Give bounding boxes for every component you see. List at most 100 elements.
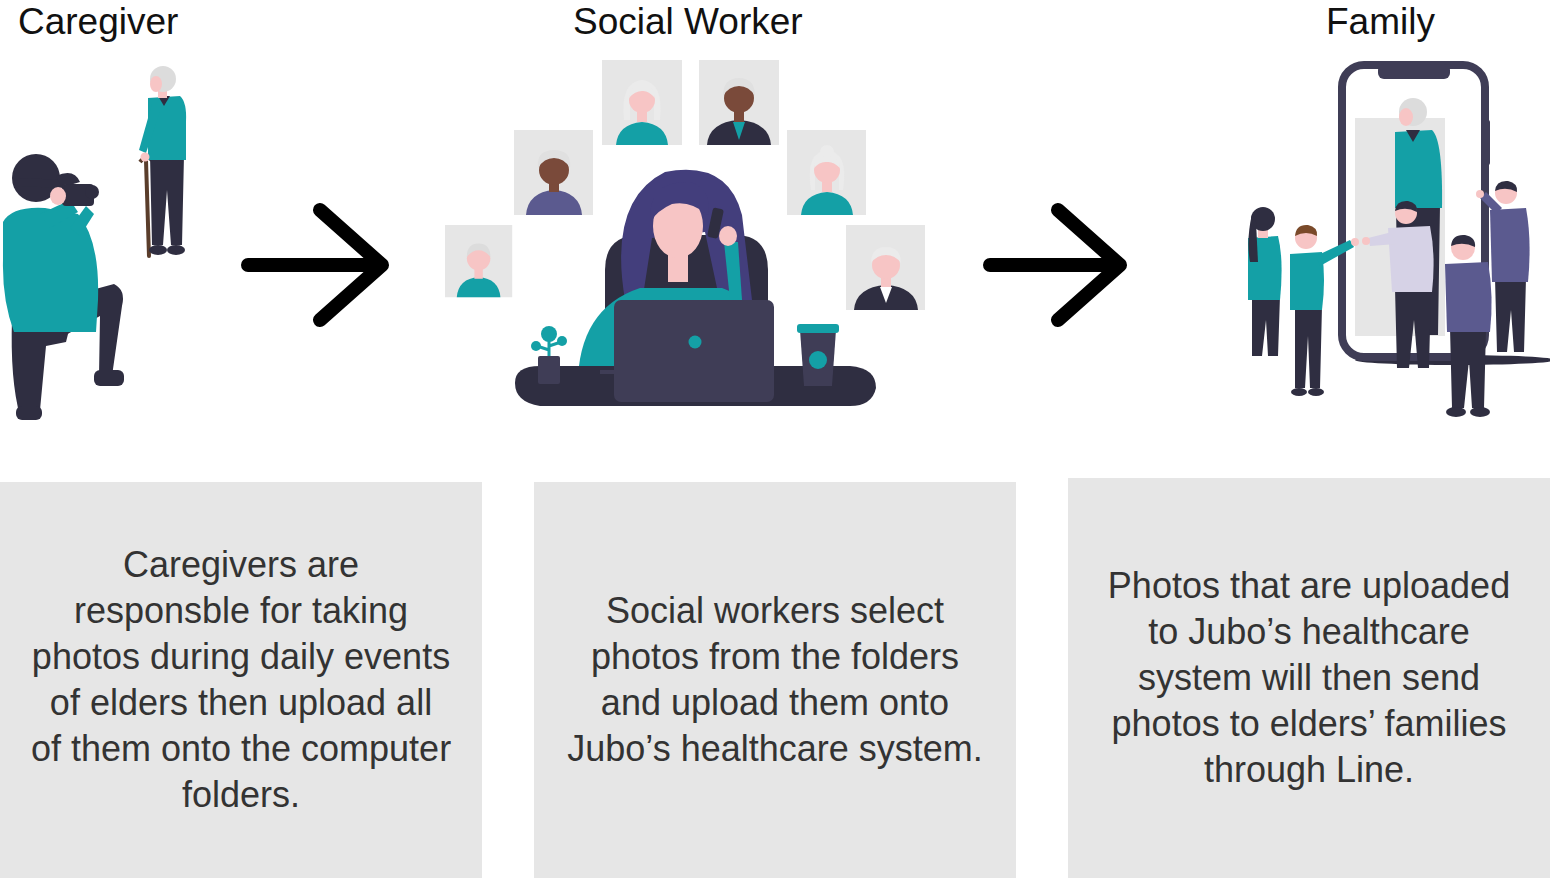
family-people-part xyxy=(1495,181,1517,192)
family-people-part xyxy=(1490,208,1530,282)
elder-figure xyxy=(139,66,186,256)
role-column: Social Worker xyxy=(390,0,982,440)
social-worker-figure-part xyxy=(650,182,709,222)
caregiver-figure-part xyxy=(56,173,80,185)
portrait-photos-part xyxy=(602,60,682,145)
description-box: Caregivers are responsble for taking pho… xyxy=(0,482,482,878)
flow-arrow xyxy=(990,210,1120,320)
social-worker-figure-part xyxy=(689,336,702,349)
social-worker-figure-part xyxy=(557,336,567,346)
portrait-photos-part-part xyxy=(846,225,925,310)
portrait-photos-part xyxy=(699,60,779,145)
portrait-photos-part-part xyxy=(854,285,918,310)
family-people-part xyxy=(1395,288,1431,368)
description-text: Caregivers are responsble for taking pho… xyxy=(30,542,452,818)
portrait-photos-part-part xyxy=(787,130,866,215)
family-people-part xyxy=(1291,388,1307,396)
social-worker-figure-part xyxy=(600,370,616,374)
portrait-photos-part xyxy=(445,225,512,297)
description-box: Social workers select photos from the fo… xyxy=(534,482,1016,878)
portrait-photos-part-part xyxy=(880,287,892,303)
role-heading: Social Worker xyxy=(573,0,803,44)
family-phone-figure xyxy=(1342,64,1550,365)
elder-figure-part xyxy=(167,245,185,255)
family-people-part xyxy=(1445,262,1492,332)
family-phone-figure-part xyxy=(1395,130,1442,208)
elder-figure-part xyxy=(146,160,149,256)
social-worker-figure-part xyxy=(621,170,752,302)
portrait-photos-part-part xyxy=(457,277,501,297)
description-text: Photos that are uploaded to Jubo’s healt… xyxy=(1098,563,1520,793)
portrait-photos-part-part xyxy=(814,156,840,168)
family-people-part xyxy=(1476,190,1484,198)
caregiver-figure-part xyxy=(94,370,124,386)
role-column: Family xyxy=(1128,0,1548,440)
social-worker-figure-part xyxy=(538,356,560,384)
family-phone-figure-part xyxy=(1399,108,1413,126)
caregiver-figure-part xyxy=(70,206,94,236)
family-people-part xyxy=(1368,232,1396,246)
family-people-part xyxy=(1248,214,1258,262)
family-people-part xyxy=(1362,237,1370,245)
social-worker-figure-part xyxy=(719,226,737,246)
description-text: Social workers select photos from the fo… xyxy=(564,588,986,772)
caregiver-figure-part xyxy=(50,187,66,205)
family-people-part xyxy=(1252,296,1280,356)
portrait-photos-part-part xyxy=(445,225,512,297)
social-worker-figure-part xyxy=(614,300,774,402)
family-people-part xyxy=(1295,306,1322,388)
portrait-photos-part-part xyxy=(699,60,779,145)
family-people-part xyxy=(1295,225,1317,236)
social-worker-figure xyxy=(515,170,876,406)
portrait-photos-part-part xyxy=(814,157,840,183)
portrait-photos-part-part xyxy=(733,122,745,140)
portrait-photos-part-part xyxy=(514,130,593,215)
portrait-photos-part-part xyxy=(629,84,655,98)
family-people xyxy=(1248,181,1530,417)
caregiver-figure-part xyxy=(16,406,42,420)
portrait-photos-part-part xyxy=(616,122,668,145)
family-people-part xyxy=(1388,226,1434,292)
social-worker-figure-part xyxy=(724,242,742,300)
portrait-photos-part-part xyxy=(723,78,755,96)
portrait-photos-part xyxy=(514,130,593,215)
family-people-part xyxy=(1351,238,1359,246)
role-heading: Caregiver xyxy=(18,0,178,44)
elder-figure-part xyxy=(150,66,176,92)
portrait-photos xyxy=(445,60,925,310)
elder-figure-part xyxy=(139,104,160,153)
elder-figure-part xyxy=(150,76,162,92)
portrait-photos-part-part xyxy=(602,60,682,145)
portrait-photos-part-part xyxy=(801,192,853,215)
social-worker-figure-part xyxy=(541,326,557,342)
role-column: Caregiver xyxy=(0,0,240,440)
social-worker-figure-part xyxy=(797,324,839,333)
family-people-part xyxy=(1308,388,1324,396)
role-heading: Family xyxy=(1326,0,1435,44)
family-people-part xyxy=(1450,328,1486,408)
caregiver-figure xyxy=(3,154,124,420)
flow-arrow xyxy=(248,210,382,320)
family-phone-figure-part xyxy=(1485,120,1490,165)
portrait-photos-part xyxy=(846,225,925,310)
family-people-part xyxy=(1395,201,1417,212)
portrait-photos-part-part xyxy=(526,190,582,215)
elder-figure-part xyxy=(150,155,184,245)
family-people-part xyxy=(1495,278,1526,352)
family-phone-figure-part xyxy=(1378,64,1450,79)
family-people-part xyxy=(1470,407,1490,417)
elder-figure-part xyxy=(141,153,150,162)
portrait-photos-part-part xyxy=(538,150,570,168)
family-phone-figure-part xyxy=(1406,130,1420,142)
family-people-part xyxy=(1446,407,1466,417)
social-worker-figure-part xyxy=(531,341,541,351)
description-box: Photos that are uploaded to Jubo’s healt… xyxy=(1068,478,1550,878)
portrait-photos-part-part xyxy=(871,247,901,263)
portrait-photos-part-part xyxy=(707,120,771,145)
portrait-photos-part-part xyxy=(467,243,491,256)
portrait-photos-part xyxy=(787,130,866,215)
family-people-part xyxy=(1316,240,1354,266)
caregiver-figure-part xyxy=(85,185,99,199)
family-phone-figure-part xyxy=(1399,98,1427,126)
